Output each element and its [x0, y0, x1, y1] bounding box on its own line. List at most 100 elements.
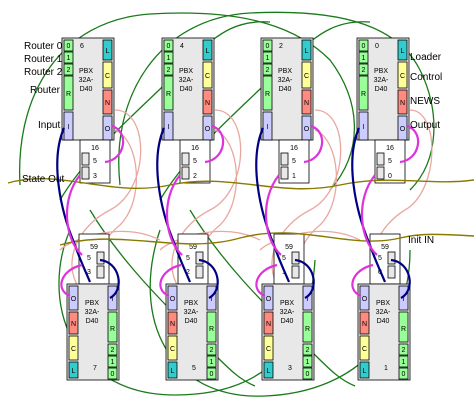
control-port [102, 61, 113, 89]
router-bit-0 [63, 39, 74, 52]
news-port [263, 311, 274, 335]
router-port-letter: R [305, 326, 310, 333]
router-bit-1 [107, 355, 118, 368]
input-port [163, 111, 174, 141]
router-digit-2: 2 [167, 67, 171, 74]
router-bit-2 [107, 343, 118, 356]
magenta-wire-10 [159, 263, 182, 298]
loader-port-letter: L [106, 48, 110, 55]
input-port-letter: I [363, 124, 365, 131]
magenta-wire-4 [399, 124, 420, 164]
router-bit-0 [262, 39, 273, 52]
board-id: 4 [180, 43, 184, 50]
router-port [63, 75, 74, 111]
router-digit-1: 1 [67, 55, 71, 62]
control-port-letter: C [71, 346, 76, 353]
output-port [263, 285, 274, 311]
loader-port [397, 39, 408, 61]
chip-line-1: PBX [179, 68, 193, 75]
sub-value-1: 5 [87, 255, 91, 262]
output-port [167, 285, 178, 311]
router-port [206, 311, 217, 343]
label-router-2: Router 2 [24, 67, 63, 78]
router-bit-0 [358, 39, 369, 52]
chip-line-3: D40 [86, 318, 99, 325]
router-bit-1 [302, 355, 313, 368]
control-port-letter: C [170, 346, 175, 353]
news-port-letter: N [400, 100, 405, 107]
chip-line-2: 32A- [376, 309, 391, 316]
loader-port [301, 39, 312, 61]
news-port [167, 311, 178, 335]
sub-module-body [78, 233, 110, 285]
router-bit-2 [63, 63, 74, 76]
input-port-letter: I [267, 124, 269, 131]
loader-port-letter: L [72, 368, 76, 375]
sub-pin-b [96, 265, 105, 279]
news-port-letter: N [205, 100, 210, 107]
magenta-wire-12 [351, 263, 374, 298]
router-port-letter: R [110, 326, 115, 333]
olive-wire-1 [7, 177, 474, 190]
green-wire-2 [118, 11, 435, 191]
olive-wire-2 [59, 232, 474, 246]
input-port [398, 285, 409, 311]
router-bit-1 [63, 51, 74, 64]
router-digit-0: 0 [167, 43, 171, 50]
control-port-letter: C [105, 73, 110, 80]
sub-pin-a [96, 251, 105, 265]
sub-pin-a [291, 251, 300, 265]
sub-pin-a [280, 152, 289, 166]
router-digit-2: 2 [362, 67, 366, 74]
news-port-letter: N [105, 100, 110, 107]
chip-line-3: D40 [180, 86, 193, 93]
sub-value-1: 5 [186, 255, 190, 262]
router-port-letter: R [265, 91, 270, 98]
output-port-letter: O [400, 126, 406, 133]
label-router-0: Router 0 [24, 41, 63, 52]
router-bit-2 [398, 343, 409, 356]
router-port-letter: R [166, 91, 171, 98]
router-bit-1 [262, 51, 273, 64]
sub-module: 59 5 3 [78, 233, 110, 285]
router-digit-1: 1 [402, 359, 406, 366]
news-port-letter: N [170, 321, 175, 328]
router-port [262, 75, 273, 111]
news-port-letter: N [362, 321, 367, 328]
chip-line-1: PBX [85, 300, 99, 307]
router-digit-1: 1 [306, 359, 310, 366]
input-port-letter: I [112, 296, 114, 303]
magenta-wire-8 [361, 174, 378, 256]
label-control: Control [410, 72, 443, 83]
input-port [302, 285, 313, 311]
sub-module-id: 59 [381, 244, 389, 251]
input-port [358, 111, 369, 141]
sub-module-id: 59 [90, 244, 98, 251]
news-port [359, 311, 370, 335]
sub-value-2: 3 [87, 269, 91, 276]
loader-port [68, 361, 79, 379]
control-port-letter: C [205, 73, 210, 80]
chip-line-1: PBX [376, 300, 390, 307]
magenta-wire-3 [303, 124, 324, 164]
router-digit-1: 1 [210, 359, 214, 366]
sub-value-2: 2 [193, 173, 197, 180]
sub-module-id: 16 [386, 145, 394, 152]
sub-value-1: 5 [282, 255, 286, 262]
navy-wire-6 [198, 258, 219, 299]
router-port [107, 311, 118, 343]
magenta-wire-11 [255, 263, 278, 298]
navy-wire-5 [99, 258, 120, 299]
sub-module-id: 59 [189, 244, 197, 251]
sub-pin-b [387, 265, 396, 279]
router-port-letter: R [66, 91, 71, 98]
chip-line-1: PBX [374, 68, 388, 75]
router-bit-1 [163, 51, 174, 64]
news-port [202, 89, 213, 115]
chip-line-1: PBX [280, 300, 294, 307]
router-digit-2: 2 [111, 347, 115, 354]
sub-module-id: 16 [91, 145, 99, 152]
control-port [167, 335, 178, 361]
